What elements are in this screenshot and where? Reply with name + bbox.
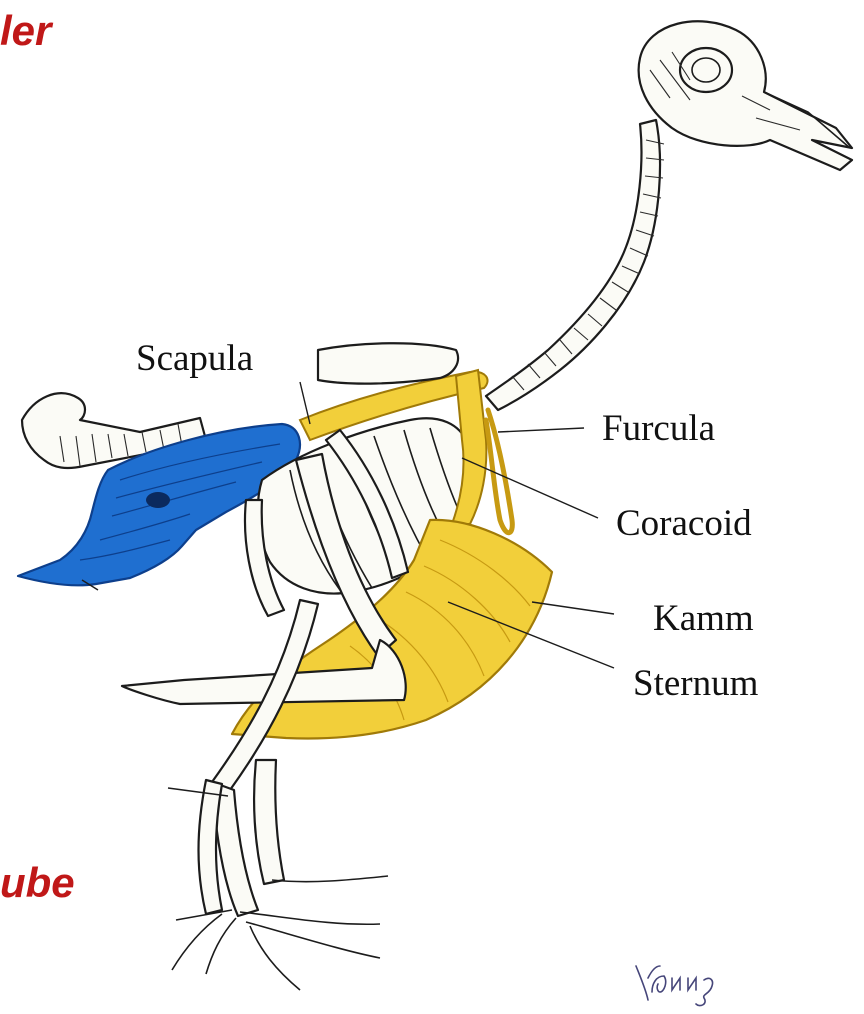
label-coracoid: Coracoid: [616, 505, 752, 542]
neck-vertebrae: [486, 120, 664, 410]
leader-kamm: [532, 602, 614, 614]
skull: [639, 21, 852, 170]
label-sternum: Sternum: [633, 665, 758, 702]
partial-caption-text: ube: [0, 862, 75, 904]
artist-signature: [636, 966, 713, 1006]
leader-tarsus: [176, 910, 232, 920]
label-furcula: Furcula: [602, 410, 715, 447]
partial-title-text: ler: [0, 10, 51, 52]
label-kamm: Kamm: [653, 600, 754, 637]
leader-furcula: [498, 428, 584, 432]
label-scapula: Scapula: [136, 340, 253, 377]
